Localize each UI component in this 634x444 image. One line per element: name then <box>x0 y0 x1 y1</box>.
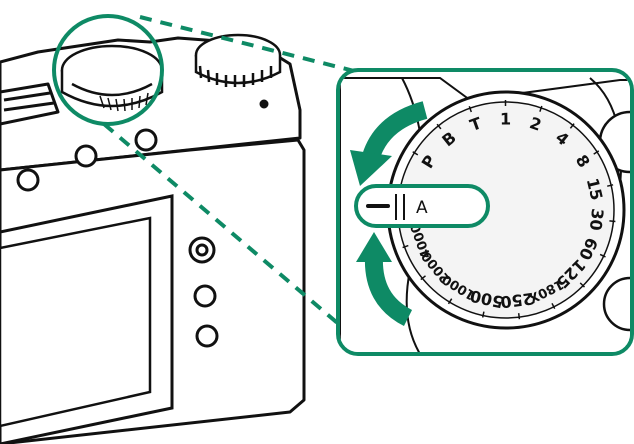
camera-lcd-screen <box>0 196 172 444</box>
dial-label-250: 250 <box>499 289 534 312</box>
dial-label-30: 30 <box>586 207 607 231</box>
dial-label-1: 1 <box>500 109 511 128</box>
dial-mode-a-label: A <box>416 198 428 218</box>
dial-tick <box>519 313 520 319</box>
mode-indicator-highlight: A <box>356 186 488 226</box>
dial-tick <box>609 221 615 222</box>
